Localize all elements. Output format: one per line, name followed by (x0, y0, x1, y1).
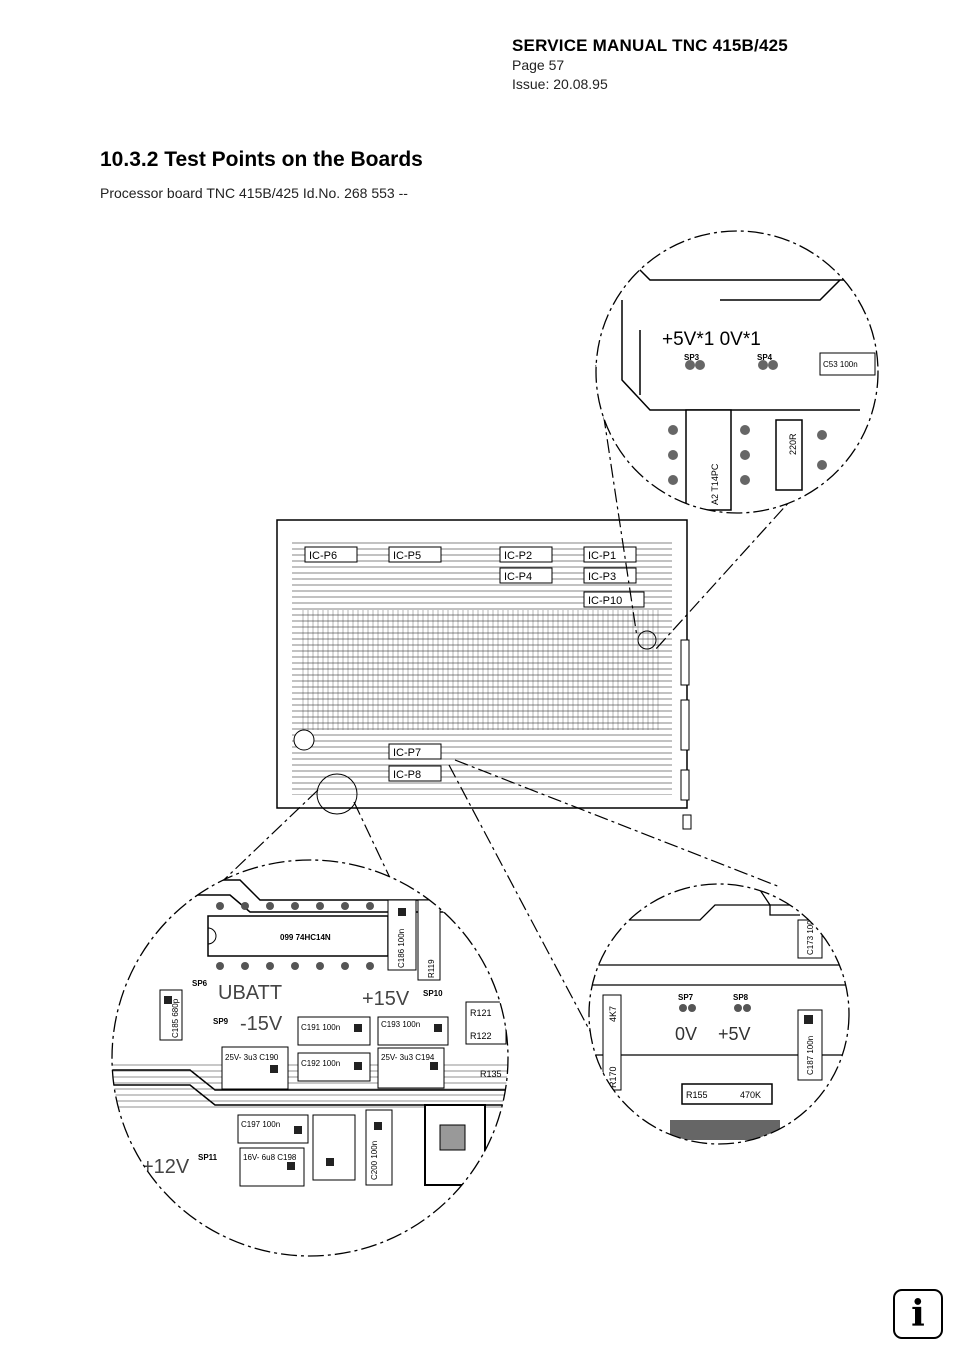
issue-date: Issue: 20.08.95 (512, 76, 608, 92)
page-header: SERVICE MANUAL TNC 415B/425 Page 57 Issu… (512, 36, 788, 94)
comp-c186: C186 100n (397, 929, 406, 968)
ic-p3-label: IC-P3 (588, 571, 616, 583)
tp-sp10: SP10 (423, 989, 443, 998)
processor-board: IC-P6 IC-P5 IC-P2 IC-P1 IC-P4 IC-P3 IC-P… (276, 519, 692, 830)
zoom-circle-bottom-right: 0V +5V SP7 SP8 C173 100n 4K7 R170 C187 1… (588, 883, 850, 1145)
comp-c185: C185 680p (171, 998, 180, 1038)
ic-p6-label: IC-P6 (309, 550, 337, 562)
manual-title: SERVICE MANUAL TNC 415B/425 (512, 36, 788, 55)
tp-sp4: SP4 (757, 353, 773, 362)
section-subtitle: Processor board TNC 415B/425 Id.No. 268 … (100, 185, 408, 201)
comp-220r: 220R (788, 433, 798, 455)
comp-a2: A2 T14PC (710, 463, 720, 505)
ic-p5-label: IC-P5 (393, 550, 421, 562)
tp-sp9: SP9 (213, 1017, 229, 1026)
tp-sp6: SP6 (192, 979, 208, 988)
label-plus5v: +5V (718, 1024, 751, 1044)
comp-c193: C193 100n (381, 1020, 420, 1029)
comp-c190: 25V- 3u3 C190 (225, 1053, 279, 1062)
section-heading: 10.3.2 Test Points on the Boards (100, 148, 423, 171)
page-number: Page 57 (512, 57, 565, 73)
comp-4k7: 4K7 (608, 1006, 618, 1022)
comp-c53: C53 100n (823, 360, 858, 369)
comp-r170: R170 (608, 1066, 618, 1088)
comp-c191: C191 100n (301, 1023, 340, 1032)
comp-c194: 25V- 3u3 C194 (381, 1053, 435, 1062)
comp-470k: 470K (740, 1090, 761, 1100)
ic-p10-label: IC-P10 (588, 595, 622, 607)
comp-c200: C200 100n (370, 1141, 379, 1180)
tp-sp11: SP11 (198, 1153, 218, 1162)
ic-p7-label: IC-P7 (393, 747, 421, 759)
top-voltage-label: +5V*1 0V*1 (662, 329, 761, 350)
chip-74hc14n: 099 74HC14N (280, 933, 331, 942)
comp-r122: R122 (470, 1031, 492, 1041)
label-plus15v: +15V (362, 988, 410, 1010)
label-0v: 0V (675, 1024, 697, 1044)
comp-c173: C173 100n (806, 916, 815, 955)
comp-c187: C187 100n (806, 1036, 815, 1075)
label-plus12v: +12V (142, 1156, 190, 1178)
ic-p4-label: IC-P4 (504, 571, 532, 583)
info-icon: i (893, 1289, 943, 1339)
comp-c197: C197 100n (241, 1120, 280, 1129)
comp-c198: 16V- 6u8 C198 (243, 1153, 297, 1162)
ic-p8-label: IC-P8 (393, 769, 421, 781)
zoom-circle-bottom-left: 099 74HC14N UBATT +15V -15V +12V SP6 SP9… (111, 859, 509, 1257)
comp-r155: R155 (686, 1090, 708, 1100)
comp-r135: R135 (480, 1069, 502, 1079)
comp-r119: R119 (427, 959, 436, 978)
comp-c192: C192 100n (301, 1059, 340, 1068)
tp-sp8: SP8 (733, 993, 749, 1002)
tp-sp7: SP7 (678, 993, 694, 1002)
zoom-circle-top: +5V*1 0V*1 SP3 SP4 C53 100n 220R A2 T14P… (595, 230, 879, 514)
comp-r121: R121 (470, 1008, 492, 1018)
tp-sp3: SP3 (684, 353, 700, 362)
ic-p1-label: IC-P1 (588, 550, 616, 562)
label-minus15v: -15V (240, 1013, 283, 1035)
ic-p2-label: IC-P2 (504, 550, 532, 562)
label-ubatt: UBATT (218, 982, 282, 1004)
